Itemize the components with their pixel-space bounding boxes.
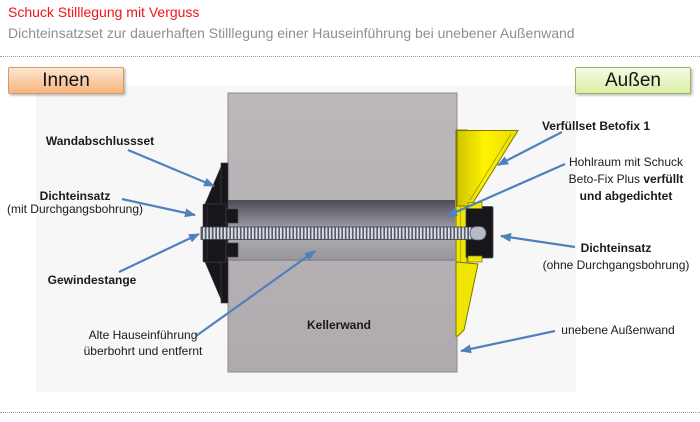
label-hohlraum-line2: Beto-Fix Plus verfüllt xyxy=(568,172,684,186)
arrow-dichteinsatz-left xyxy=(121,197,196,218)
arrow-wandabschlussset xyxy=(127,148,215,188)
arrow-alte-hauseinfuehrung xyxy=(195,250,316,337)
label-dichteinsatz-left-line1: Dichteinsatz xyxy=(39,189,111,203)
aussen-label-box: Außen xyxy=(575,67,691,94)
top-divider xyxy=(0,56,700,57)
label-hohlraum: Hohlraum mit Schuck Beto-Fix Plus verfül… xyxy=(553,154,699,205)
label-aussenwand: unebene Außenwand xyxy=(561,323,675,337)
label-verfuellset: Verfüllset Betofix 1 xyxy=(541,119,651,133)
label-alte-hauseinfuehrung: Alte Hauseinführung überbohrt und entfer… xyxy=(68,327,218,359)
label-alte-line1: Alte Hauseinführung xyxy=(88,328,198,342)
bore-hole xyxy=(228,200,455,261)
arrow-aussenwand xyxy=(460,329,556,354)
flange-cone-bottom xyxy=(204,261,222,301)
bottom-divider xyxy=(0,412,700,413)
arrow-gewindestange xyxy=(118,233,200,273)
arrow-hohlraum xyxy=(446,162,566,218)
page-subtitle: Dichteinsatzset zur dauerhaften Stillleg… xyxy=(8,25,575,41)
label-hohlraum-line3: und abgedichtet xyxy=(579,189,673,203)
page-title: Schuck Stilllegung mit Verguss xyxy=(8,4,200,20)
innen-label-box: Innen xyxy=(8,67,124,94)
label-dichteinsatz-left-line2: (mit Durchgangsbohrung) xyxy=(6,202,144,216)
label-kellerwand: Kellerwand xyxy=(306,318,372,332)
label-gewindestange: Gewindestange xyxy=(47,273,137,287)
label-dichteinsatz-left: Dichteinsatz (mit Durchgangsbohrung) xyxy=(0,190,150,216)
arrow-dichteinsatz-right xyxy=(500,233,576,249)
label-alte-line2: überbohrt und entfernt xyxy=(83,344,203,358)
label-dichteinsatz-right-line2: (ohne Durchgangsbohrung) xyxy=(542,258,690,272)
aussen-label: Außen xyxy=(605,69,661,91)
innen-label: Innen xyxy=(42,69,90,91)
gewindestange-rod xyxy=(200,226,487,241)
label-wandabschlussset: Wandabschlussset xyxy=(45,134,155,148)
rod-end-cap xyxy=(469,226,487,241)
label-hohlraum-line1: Hohlraum mit Schuck xyxy=(568,155,684,169)
arrow-verfuellset xyxy=(497,131,563,166)
label-dichteinsatz-right-line1: Dichteinsatz xyxy=(580,241,652,255)
label-dichteinsatz-right: Dichteinsatz (ohne Durchgangsbohrung) xyxy=(540,240,692,274)
